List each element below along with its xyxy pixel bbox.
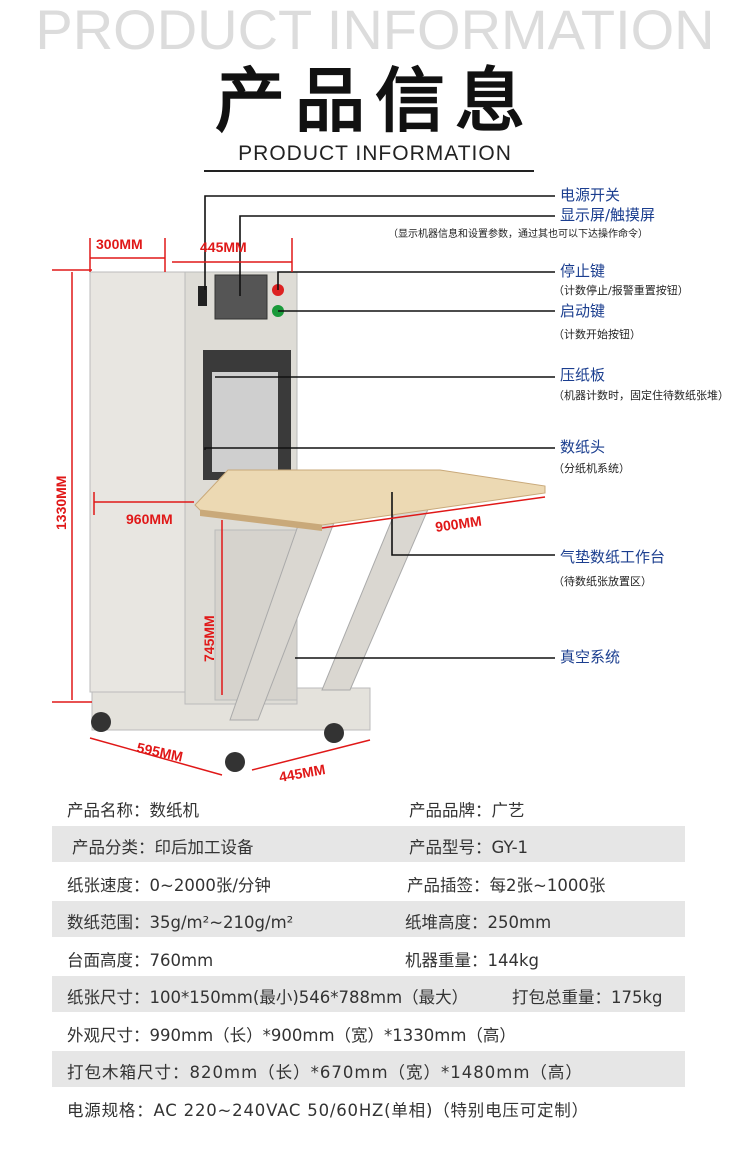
dim-height: 1330MM xyxy=(53,476,69,530)
dim-base-depth: 595MM xyxy=(135,739,184,764)
callout-table-note: （待数纸张放置区） xyxy=(553,575,652,588)
callout-power-switch: 电源开关 xyxy=(560,186,621,204)
title-underline xyxy=(204,170,534,172)
callout-lines xyxy=(204,195,555,659)
dim-base-width: 445MM xyxy=(278,761,327,785)
table-edge xyxy=(200,510,322,531)
support-leg xyxy=(321,499,433,691)
spec-row: 产品分类：印后加工设备 产品型号：GY-1 xyxy=(52,826,685,862)
spec-cell: 打包总重量：175kg xyxy=(512,988,663,1007)
callout-table: 气垫数纸工作台 xyxy=(560,548,666,566)
callout-press-plate-note: （机器计数时，固定住待数纸张堆） xyxy=(553,389,729,402)
caster-wheel xyxy=(225,752,245,772)
dim-table-depth: 900MM xyxy=(434,513,482,535)
spec-cell: 电源规格：AC 220~240VAC 50/60HZ(单相)（特别电压可定制） xyxy=(67,1101,589,1120)
callout-stop-button: 停止键 xyxy=(560,262,606,280)
spec-row: 纸张速度：0~2000张/分钟 产品插签：每2张~1000张 xyxy=(52,864,685,900)
spec-cell: 纸堆高度：250mm xyxy=(405,913,552,932)
caster-wheel xyxy=(91,712,111,732)
spec-cell: 纸张尺寸：100*150mm(最小)546*788mm（最大） xyxy=(67,988,469,1007)
spec-row: 电源规格：AC 220~240VAC 50/60HZ(单相)（特别电压可定制） xyxy=(52,1089,685,1125)
caster-wheel xyxy=(324,723,344,743)
spec-row: 外观尺寸：990mm（长）*900mm（宽）*1330mm（高） xyxy=(52,1014,685,1050)
spec-cell: 产品分类：印后加工设备 xyxy=(72,838,254,857)
callout-start-button: 启动键 xyxy=(560,302,606,320)
spec-row: 纸张尺寸：100*150mm(最小)546*788mm（最大） 打包总重量：175… xyxy=(52,976,685,1012)
spec-row: 台面高度：760mm 机器重量：144kg xyxy=(52,939,685,975)
watermark-text: PRODUCT INFORMATION xyxy=(35,0,715,61)
callout-counting-head-note: （分纸机系统） xyxy=(553,462,630,475)
callout-start-note: （计数开始按钮） xyxy=(553,328,641,341)
spec-row: 数纸范围：35g/m²~210g/m² 纸堆高度：250mm xyxy=(52,901,685,937)
spec-cell: 产品名称：数纸机 xyxy=(67,801,199,820)
page-subtitle: PRODUCT INFORMATION xyxy=(238,142,512,165)
spec-cell: 外观尺寸：990mm（长）*900mm（宽）*1330mm（高） xyxy=(67,1026,516,1045)
spec-row: 打包木箱尺寸：820mm（长）*670mm（宽）*1480mm（高） xyxy=(52,1051,685,1087)
spec-cell: 打包木箱尺寸：820mm（长）*670mm（宽）*1480mm（高） xyxy=(67,1063,583,1082)
spec-cell: 机器重量：144kg xyxy=(405,951,540,970)
dim-top-depth: 300MM xyxy=(96,236,143,252)
page-title: 产品信息 xyxy=(215,60,535,142)
paper-stack xyxy=(212,372,278,472)
machine-diagram: 300MM 445MM 1330MM 960MM 900MM 745MM 595… xyxy=(52,195,555,785)
callout-touch-screen-note: （显示机器信息和设置参数，通过其也可以下达操作命令） xyxy=(388,229,648,240)
spec-cell: 纸张速度：0~2000张/分钟 xyxy=(67,876,271,895)
callout-stop-note: （计数停止/报警重置按钮） xyxy=(553,284,689,297)
callout-vacuum: 真空系统 xyxy=(560,648,621,666)
machine-cabinet xyxy=(89,271,191,693)
callout-counting-head: 数纸头 xyxy=(560,438,606,456)
callout-touch-screen: 显示屏/触摸屏 xyxy=(560,206,656,224)
spec-row: 产品名称：数纸机 产品品牌：广艺 xyxy=(52,789,685,825)
dim-panel-width: 445MM xyxy=(200,239,247,255)
spec-cell: 产品插签：每2张~1000张 xyxy=(407,876,606,895)
dim-table-height: 745MM xyxy=(201,615,217,662)
power-switch xyxy=(198,286,207,306)
spec-cell: 产品品牌：广艺 xyxy=(409,801,525,820)
dim-table-width: 960MM xyxy=(126,511,173,527)
touch-screen xyxy=(214,274,268,320)
callout-press-plate: 压纸板 xyxy=(560,366,606,384)
spec-cell: 台面高度：760mm xyxy=(67,951,214,970)
spec-cell: 数纸范围：35g/m²~210g/m² xyxy=(67,913,294,932)
dimension-lines xyxy=(52,238,546,776)
spec-cell: 产品型号：GY-1 xyxy=(409,838,529,857)
